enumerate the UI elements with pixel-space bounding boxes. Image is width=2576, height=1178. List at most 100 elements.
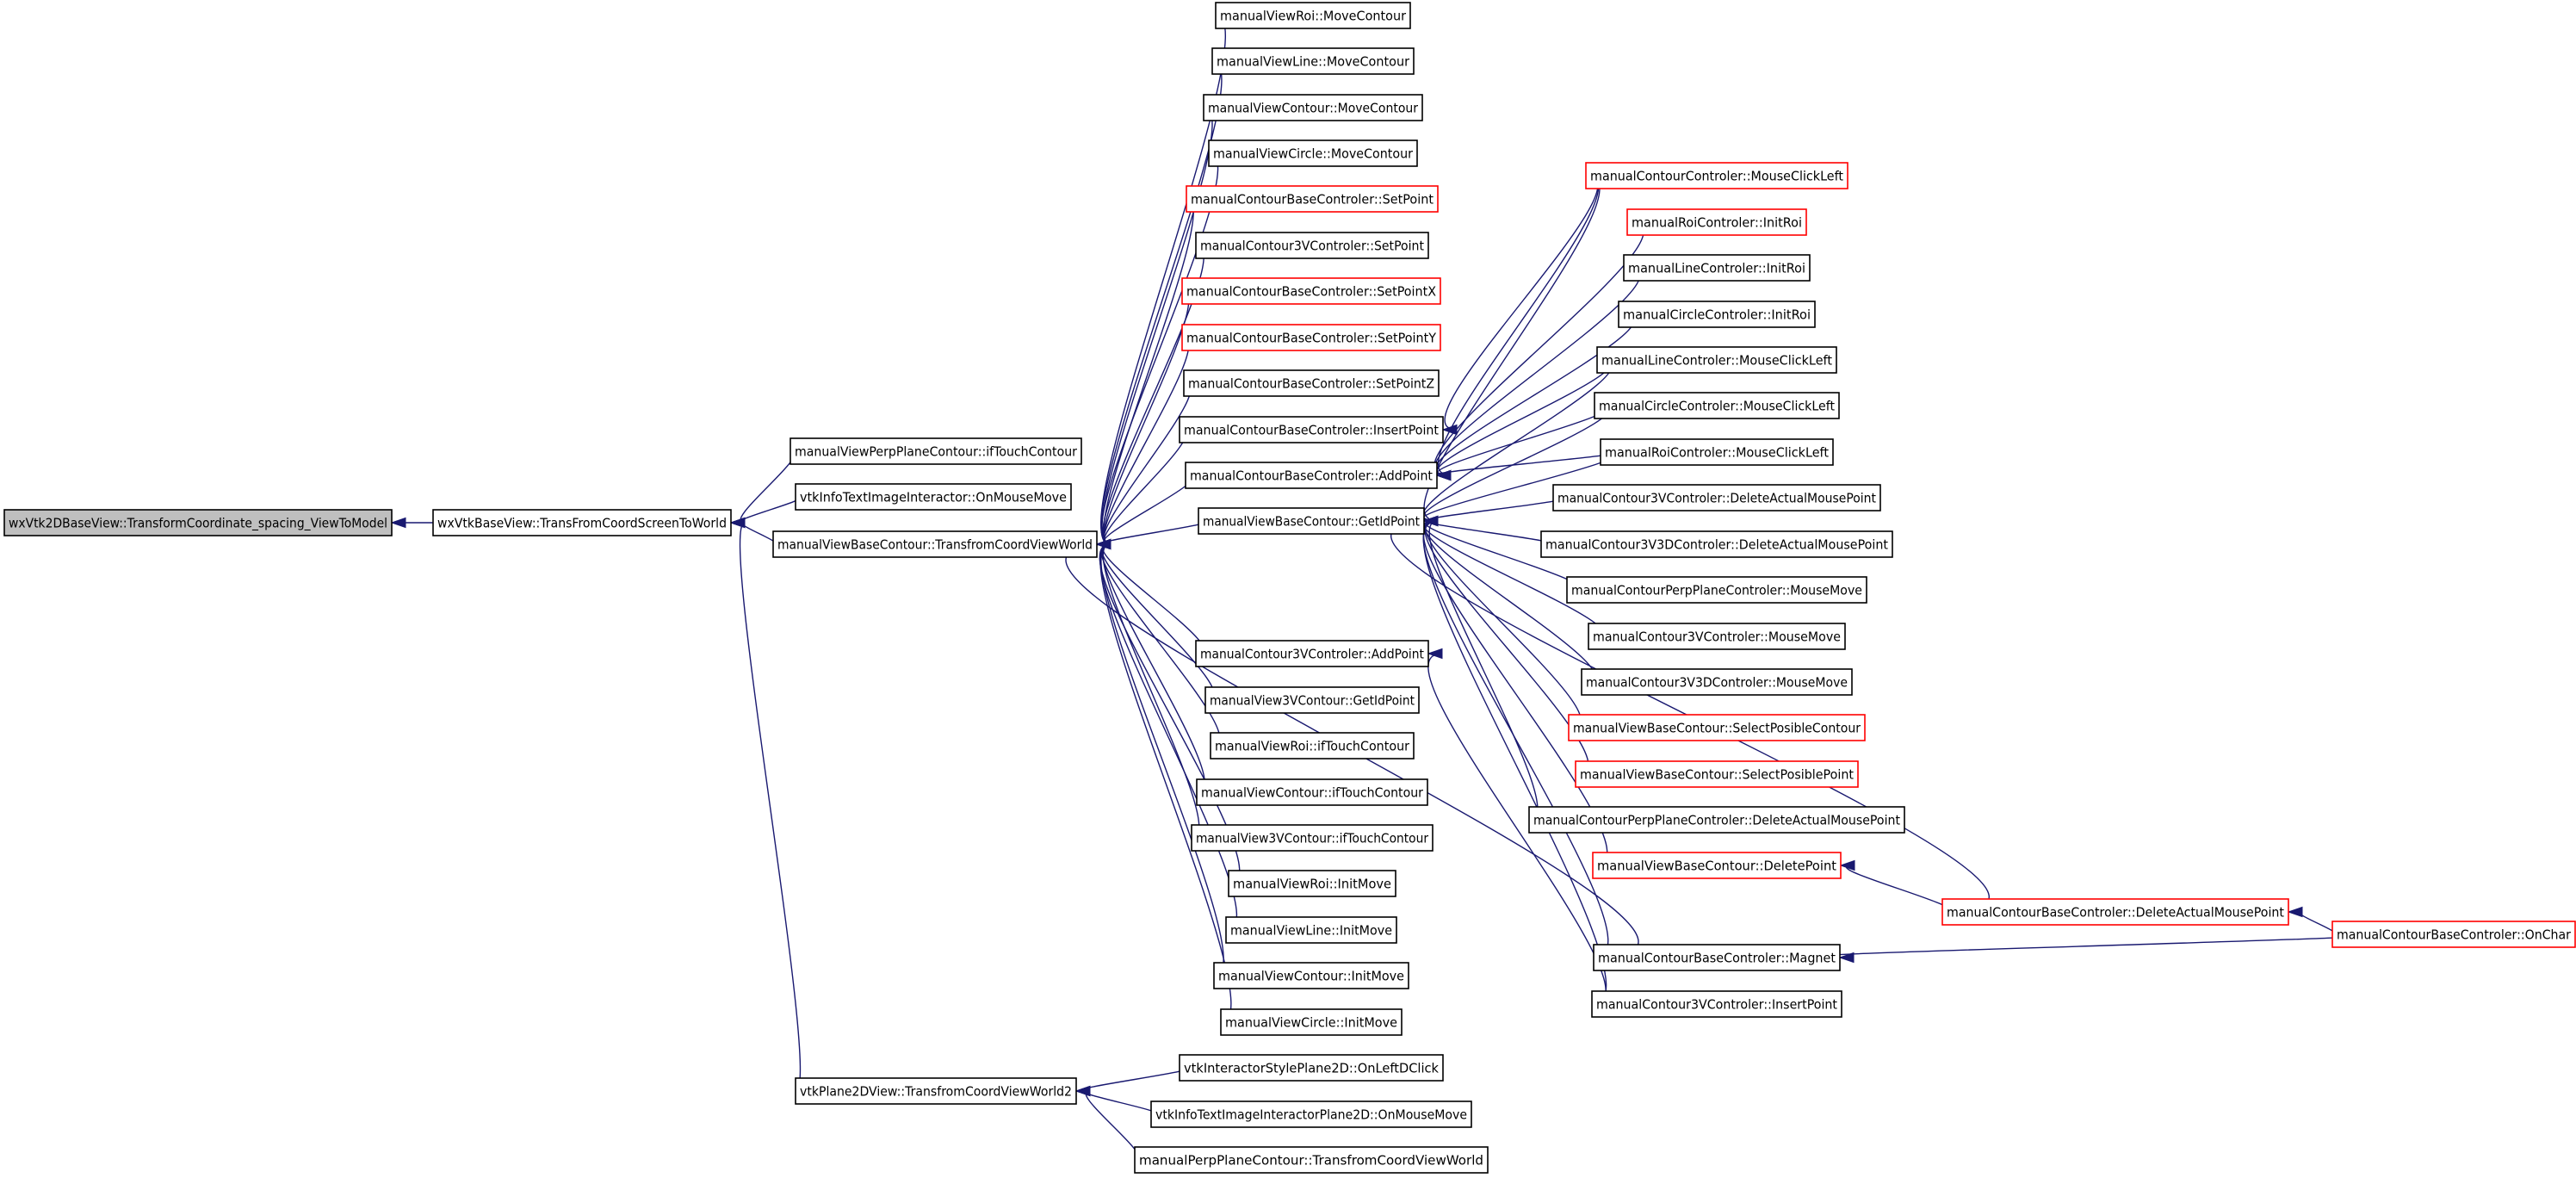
node-n33[interactable]: manualCircleControler::InitRoi <box>1618 301 1816 328</box>
node-label: manualLineControler::InitRoi <box>1628 261 1805 276</box>
edge-n11-n4 <box>1102 245 1204 545</box>
node-n34[interactable]: manualLineControler::MouseClickLeft <box>1596 346 1837 374</box>
node-n5[interactable]: vtkPlane2DView::TransfromCoordViewWorld2 <box>795 1077 1077 1105</box>
node-label: manualContourBaseControler::SetPointZ <box>1188 376 1434 392</box>
node-box <box>795 483 1072 511</box>
node-n48[interactable]: manualContour3VControler::InsertPoint <box>1591 990 1842 1018</box>
node-box <box>1204 686 1420 714</box>
node-box <box>3 509 393 536</box>
node-n30[interactable]: manualContourControler::MouseClickLeft <box>1585 162 1848 189</box>
node-n31[interactable]: manualRoiControler::InitRoi <box>1626 208 1807 236</box>
node-n7[interactable]: manualViewLine::MoveContour <box>1211 47 1415 75</box>
node-label: manualViewContour::ifTouchContour <box>1201 785 1424 801</box>
node-n26[interactable]: manualViewCircle::InitMove <box>1220 1008 1403 1036</box>
node-label: manualContour3VControler::DeleteActualMo… <box>1557 491 1876 506</box>
node-label: manualViewLine::InitMove <box>1230 923 1392 939</box>
edge-n37-n17 <box>1427 497 1564 522</box>
node-box <box>1179 416 1444 443</box>
node-n22[interactable]: manualView3VContour::ifTouchContour <box>1191 824 1434 852</box>
node-box <box>2331 921 2576 948</box>
node-n44[interactable]: manualContourPerpPlaneControler::DeleteA… <box>1528 806 1905 834</box>
node-box <box>1593 944 1841 971</box>
node-n42[interactable]: manualViewBaseContour::SelectPosibleCont… <box>1568 714 1866 741</box>
node-n14[interactable]: manualContourBaseControler::SetPointZ <box>1183 369 1440 397</box>
node-n20[interactable]: manualViewRoi::ifTouchContour <box>1210 732 1415 760</box>
node-n32[interactable]: manualLineControler::InitRoi <box>1623 254 1811 282</box>
node-n27[interactable]: vtkInteractorStylePlane2D::OnLeftDClick <box>1179 1054 1444 1082</box>
node-n38[interactable]: manualContour3V3DControler::DeleteActual… <box>1540 530 1893 558</box>
node-n2[interactable]: manualViewPerpPlaneContour::ifTouchConto… <box>790 437 1082 465</box>
node-box <box>1220 1008 1403 1036</box>
node-n36[interactable]: manualRoiControler::MouseClickLeft <box>1600 438 1834 466</box>
node-n39[interactable]: manualContourPerpPlaneControler::MouseMo… <box>1566 576 1867 604</box>
edge-n4-n1 <box>741 522 777 545</box>
node-n28[interactable]: vtkInfoTextImageInteractorPlane2D::OnMou… <box>1150 1100 1472 1128</box>
edge-n26-n4 <box>1099 543 1232 1023</box>
node-n15[interactable]: manualContourBaseControler::InsertPoint <box>1179 416 1444 443</box>
node-box <box>1191 824 1434 852</box>
node-n16[interactable]: manualContourBaseControler::AddPoint <box>1185 462 1438 489</box>
node-box <box>1213 962 1409 989</box>
node-n10[interactable]: manualContourBaseControler::SetPoint <box>1186 185 1439 213</box>
node-label: manualView3VContour::GetIdPoint <box>1210 693 1415 709</box>
node-n4[interactable]: manualViewBaseContour::TransfromCoordVie… <box>772 530 1098 558</box>
edge-arrow-n29-n5 <box>1074 1085 1091 1097</box>
node-box <box>1528 806 1905 834</box>
node-n47[interactable]: manualContourBaseControler::Magnet <box>1593 944 1841 971</box>
node-n12[interactable]: manualContourBaseControler::SetPointX <box>1181 277 1441 305</box>
node-box <box>1575 760 1859 788</box>
node-label: manualContourBaseControler::SetPoint <box>1191 192 1434 208</box>
node-n23[interactable]: manualViewRoi::InitMove <box>1228 870 1396 897</box>
edge-n49-n46 <box>2299 911 2336 935</box>
node-n40[interactable]: manualContour3VControler::MouseMove <box>1588 623 1846 650</box>
node-n45[interactable]: manualViewBaseContour::DeletePoint <box>1592 852 1842 879</box>
edge-n36-n16 <box>1436 451 1615 476</box>
node-n24[interactable]: manualViewLine::InitMove <box>1225 916 1397 944</box>
node-box <box>1591 990 1842 1018</box>
node-box <box>1566 576 1867 604</box>
node-n21[interactable]: manualViewContour::ifTouchContour <box>1196 778 1428 806</box>
node-n41[interactable]: manualContour3V3DControler::MouseMove <box>1581 668 1853 696</box>
nodes-layer: wxVtk2DBaseView::TransformCoordinate_spa… <box>3 2 2576 1174</box>
node-label: manualViewContour::MoveContour <box>1208 101 1419 116</box>
node-n6[interactable]: manualViewRoi::MoveContour <box>1215 2 1411 29</box>
node-n43[interactable]: manualViewBaseContour::SelectPosiblePoin… <box>1575 760 1859 788</box>
node-n46[interactable]: manualContourBaseControler::DeleteActual… <box>1941 898 2289 926</box>
edge-n30-n16 <box>1437 175 1600 476</box>
node-n37[interactable]: manualContour3VControler::DeleteActualMo… <box>1552 484 1881 512</box>
node-box <box>1552 484 1881 512</box>
edge-arrow-n26-n4 <box>1095 538 1112 550</box>
node-n9[interactable]: manualViewCircle::MoveContour <box>1208 140 1418 167</box>
edge-n13-n4 <box>1103 337 1190 545</box>
node-label: manualViewCircle::InitMove <box>1225 1015 1397 1031</box>
node-n29[interactable]: manualPerpPlaneContour::TransfromCoordVi… <box>1134 1146 1489 1174</box>
node-n17[interactable]: manualViewBaseContour::GetIdPoint <box>1198 507 1425 535</box>
node-label: manualContour3V3DControler::MouseMove <box>1586 675 1848 691</box>
node-label: manualContour3VControler::AddPoint <box>1200 647 1424 662</box>
node-label: manualContour3VControler::MouseMove <box>1593 629 1841 645</box>
node-label: manualViewBaseContour::SelectPosiblePoin… <box>1580 767 1854 783</box>
node-n0[interactable]: wxVtk2DBaseView::TransformCoordinate_spa… <box>3 509 393 536</box>
node-box <box>1588 623 1846 650</box>
node-box <box>1198 507 1425 535</box>
node-label: manualRoiControler::MouseClickLeft <box>1605 445 1829 461</box>
node-box <box>1592 852 1842 879</box>
node-n3[interactable]: vtkInfoTextImageInteractor::OnMouseMove <box>795 483 1072 511</box>
node-n35[interactable]: manualCircleControler::MouseClickLeft <box>1594 392 1840 419</box>
node-n8[interactable]: manualViewContour::MoveContour <box>1203 94 1423 121</box>
edge-n17-n4 <box>1101 520 1208 545</box>
node-n11[interactable]: manualContour3VControler::SetPoint <box>1195 232 1429 259</box>
node-n13[interactable]: manualContourBaseControler::SetPointY <box>1181 324 1441 351</box>
node-n25[interactable]: manualViewContour::InitMove <box>1213 962 1409 989</box>
edge-n35-n16 <box>1436 405 1609 476</box>
node-n18[interactable]: manualContour3VControler::AddPoint <box>1195 640 1429 667</box>
node-box <box>1179 1054 1444 1082</box>
node-n49[interactable]: manualContourBaseControler::OnChar <box>2331 921 2576 948</box>
edge-n30-n17 <box>1423 175 1601 522</box>
node-n1[interactable]: wxVtkBaseView::TransFromCoordScreenToWor… <box>432 509 732 536</box>
node-n19[interactable]: manualView3VContour::GetIdPoint <box>1204 686 1420 714</box>
node-box <box>790 437 1082 465</box>
edge-n22-n4 <box>1102 543 1200 839</box>
edge-n49-n47 <box>1808 933 2378 958</box>
